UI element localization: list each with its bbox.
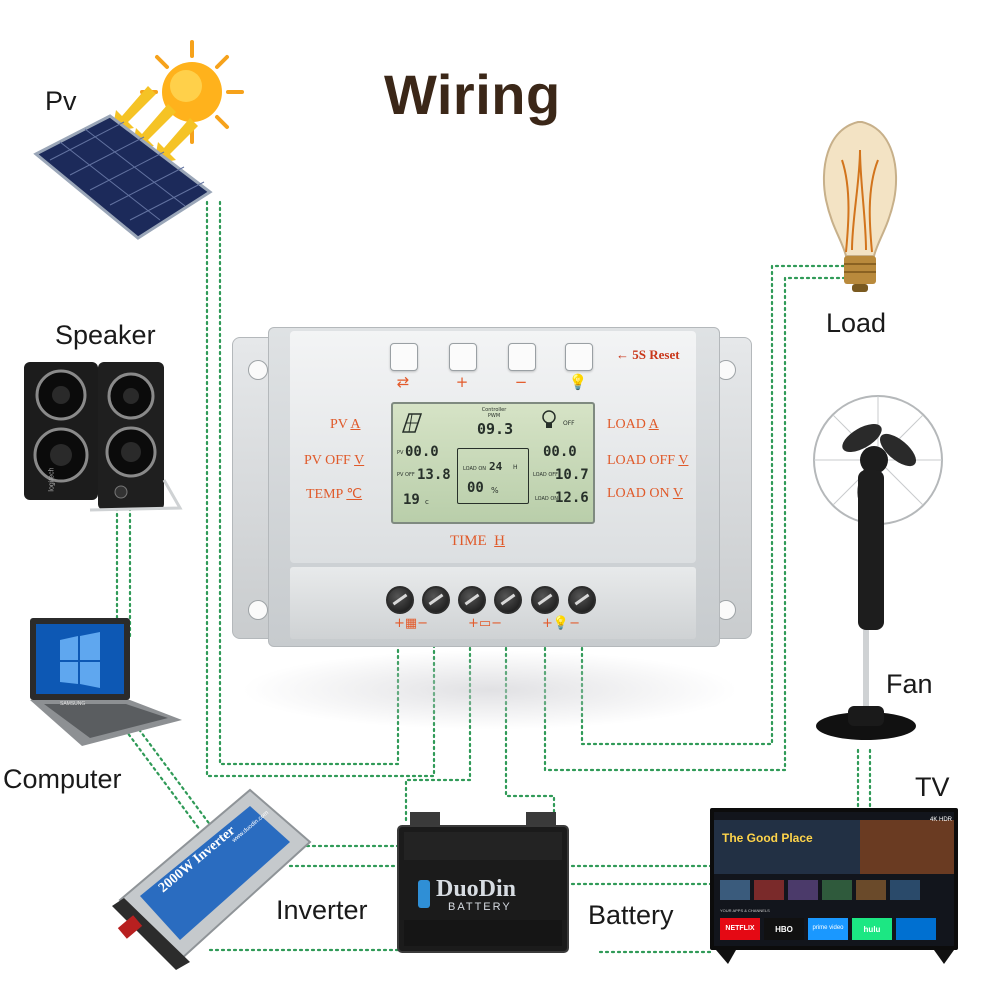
controller-shadow [240, 650, 740, 730]
lcd-temp-value: 19 [403, 492, 420, 508]
laptop-icon [30, 618, 182, 746]
terminal-pv-positive[interactable] [386, 586, 414, 614]
label-load: Load [826, 308, 887, 338]
lcd-percent-unit: % [491, 486, 499, 495]
speaker-icon [24, 362, 183, 512]
label-load-on-voltage: LOAD ON V [607, 486, 683, 501]
wire-computer-b [130, 718, 216, 832]
mount-hole [248, 360, 268, 380]
minus-icon: − [514, 373, 528, 391]
lcd-pv-off-tag: PV OFF [397, 472, 415, 478]
tv-show-title: The Good Place [722, 831, 813, 845]
light-bulb-icon [823, 121, 897, 292]
battery-icon [397, 812, 569, 953]
minus-button[interactable] [508, 343, 536, 371]
label-pv: Pv [45, 86, 77, 116]
solar-terminal-icon: +▦− [394, 616, 429, 631]
lcd-bulb-icon [542, 410, 556, 428]
charge-controller: ⇄ + − 💡 ← 5S Reset PV A PV OFF V TEMP ℃ … [232, 323, 752, 651]
load-button[interactable] [565, 343, 593, 371]
label-battery: Battery [588, 900, 674, 930]
mount-hole [248, 600, 268, 620]
sun-icon [140, 40, 244, 144]
speaker-brand: logitech [48, 467, 56, 492]
label-computer: Computer [3, 764, 122, 794]
lcd-percent-value: 00 [467, 480, 484, 496]
lcd-top-value: 09.3 [477, 420, 514, 438]
lcd-load-off-value: 10.7 [555, 467, 589, 483]
terminal-pv-negative[interactable] [422, 586, 450, 614]
lcd-load-off-tag: LOAD OFF [533, 472, 559, 478]
terminal-battery-positive[interactable] [458, 586, 486, 614]
label-tv: TV [915, 772, 950, 802]
inverter-icon [112, 788, 312, 970]
plus-button[interactable] [449, 343, 477, 371]
load-terminal-icon: +💡− [542, 616, 580, 631]
lcd-load-state: OFF [563, 420, 575, 427]
terminal-load-positive[interactable] [531, 586, 559, 614]
lcd-load-on-hours: 24 [489, 460, 503, 473]
label-pv-off-voltage: PV OFF V [304, 453, 365, 468]
tv-tile-prime: prime video [812, 925, 844, 931]
lcd-load-on-small-tag: LOAD ON [535, 496, 558, 502]
lcd-pv-tag: PV [397, 450, 404, 456]
lcd-hours-unit: H [513, 464, 518, 471]
reset-label: ← 5S Reset [616, 347, 680, 362]
label-fan: Fan [886, 669, 933, 699]
lcd-load-on-tag: LOAD ON [463, 466, 486, 472]
tv-tile-hbo: HBO [775, 925, 793, 934]
label-load-off-voltage: LOAD OFF V [607, 453, 689, 468]
lcd-load-on-value: 12.6 [555, 490, 589, 506]
label-temp: TEMP ℃ [306, 487, 363, 502]
lcd-header: Controller PWM [481, 407, 507, 419]
plus-icon: + [455, 373, 469, 391]
solar-panel-icon [33, 114, 213, 240]
terminal-load-negative[interactable] [568, 586, 596, 614]
label-time: TIME H [450, 533, 506, 549]
tv-icon [710, 808, 958, 964]
battery-terminal-icon: +▭− [468, 616, 503, 631]
tv-tile-hulu: hulu [863, 925, 881, 934]
terminal-battery-negative[interactable] [494, 586, 522, 614]
tv-tile-netflix: NETFLIX [725, 925, 755, 932]
lcd-pv-off-value: 13.8 [417, 467, 451, 483]
label-speaker: Speaker [55, 320, 156, 350]
battery-sub: BATTERY [448, 901, 512, 913]
sunlight-arrow-icons [112, 86, 198, 164]
lcd-pv-value: 00.0 [405, 444, 439, 460]
bulb-icon: 💡 [568, 373, 588, 391]
terminal-panel [290, 567, 696, 639]
battery-brand: DuoDin [436, 876, 517, 902]
lcd-display: Controller PWM 09.3 OFF PV 00.0 PV OFF 1… [391, 402, 595, 524]
tv-res-badge: 4K HDR [930, 817, 953, 823]
wire-computer-a [116, 718, 202, 832]
fan-icon [813, 395, 943, 740]
label-load-current: LOAD A [607, 417, 659, 432]
lcd-battery-frame [457, 448, 529, 504]
tv-row-label: YOUR APPS & CHANNELS [720, 908, 770, 913]
lcd-solar-icon [401, 413, 423, 433]
label-pv-current: PV A [330, 417, 361, 432]
lcd-temp-unit: c [425, 498, 429, 506]
swap-arrows-icon: ⇄ [396, 373, 410, 391]
laptop-brand: SAMSUNG [60, 701, 86, 707]
page-title: Wiring [384, 63, 561, 126]
lcd-load-value: 00.0 [543, 444, 577, 460]
label-inverter: Inverter [276, 895, 368, 925]
mode-button[interactable] [390, 343, 418, 371]
